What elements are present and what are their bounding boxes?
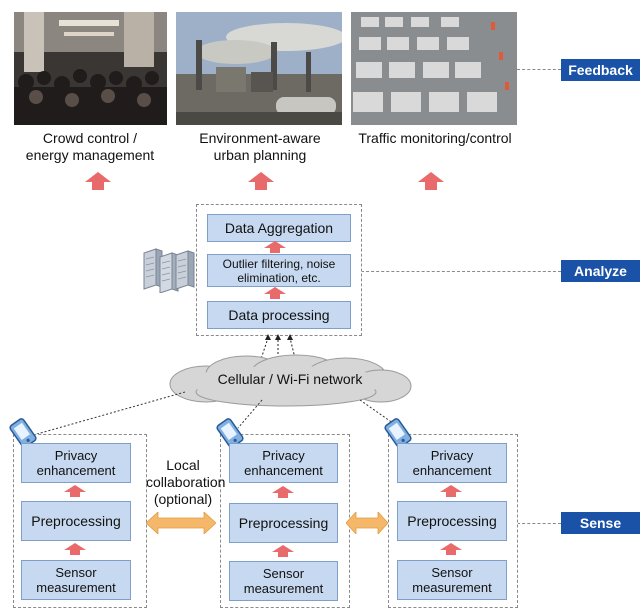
analyze-arrow-up [264, 287, 286, 299]
preprocessing-box-3: Preprocessing [397, 501, 507, 541]
local-collaboration-arrow [146, 512, 216, 534]
preprocessing-box-2: Preprocessing [229, 503, 338, 543]
smartphone-icon [384, 418, 412, 448]
data-processing-box: Data processing [207, 301, 351, 329]
smartphone-icon [216, 418, 244, 448]
caption-crowd-control: Crowd control / energy management [25, 130, 155, 163]
sensor-measurement-box-3: Sensor measurement [397, 560, 507, 600]
outlier-filtering-label: Outlier filtering, noise elimination, et… [222, 256, 336, 285]
feedback-arrow-up [418, 172, 444, 190]
local-collaboration-arrow [346, 512, 388, 534]
sense-guide-line [517, 523, 561, 524]
sense-arrow-up [440, 543, 462, 555]
data-aggregation-label: Data Aggregation [224, 220, 334, 236]
privacy-enhancement-box-2: Privacy enhancement [229, 443, 338, 483]
stage-tag-analyze: Analyze [561, 260, 640, 282]
privacy-enhancement-box-1: Privacy enhancement [21, 443, 131, 483]
privacy-enhancement-box-3: Privacy enhancement [397, 443, 507, 483]
caption-urban-planning: Environment-aware urban planning [199, 130, 321, 163]
privacy-enhancement-label: Privacy enhancement [412, 448, 492, 478]
sensor-measurement-label: Sensor measurement [36, 565, 116, 595]
preprocessing-label: Preprocessing [31, 513, 121, 529]
sensor-measurement-box-1: Sensor measurement [21, 560, 131, 600]
outlier-filtering-box: Outlier filtering, noise elimination, et… [207, 254, 351, 287]
sense-arrow-up [272, 486, 294, 498]
crowd-photo [14, 12, 167, 125]
data-processing-label: Data processing [228, 307, 330, 323]
analyze-arrow-up [264, 241, 286, 253]
caption-traffic-monitoring: Traffic monitoring/control [358, 130, 512, 146]
sensor-measurement-label: Sensor measurement [412, 565, 492, 595]
traffic-jam-photo [351, 12, 517, 125]
feedback-arrow-up [85, 172, 111, 190]
privacy-enhancement-label: Privacy enhancement [36, 448, 116, 478]
feedback-arrow-up [248, 172, 274, 190]
factory-smoke-photo [176, 12, 342, 125]
sense-arrow-up [272, 545, 294, 557]
analyze-guide-line [361, 271, 561, 272]
data-aggregation-box: Data Aggregation [207, 214, 351, 242]
network-cloud [169, 354, 412, 407]
sensor-measurement-label: Sensor measurement [243, 566, 324, 596]
sense-arrow-up [64, 543, 86, 555]
sense-arrow-up [440, 485, 462, 497]
network-label: Cellular / Wi-Fi network [217, 371, 363, 387]
sensor-measurement-box-2: Sensor measurement [229, 561, 338, 601]
stage-tag-feedback: Feedback [561, 59, 640, 81]
preprocessing-label: Preprocessing [407, 513, 497, 529]
stage-tag-sense: Sense [561, 512, 640, 534]
preprocessing-label: Preprocessing [238, 515, 329, 531]
privacy-enhancement-label: Privacy enhancement [244, 448, 323, 478]
server-rack-icon [143, 248, 195, 293]
sense-arrow-up [64, 485, 86, 497]
local-collaboration-label: Local collaboration (optional) [146, 457, 226, 507]
network-links [29, 391, 401, 437]
feedback-guide-line [517, 69, 561, 70]
preprocessing-box-1: Preprocessing [21, 501, 131, 541]
